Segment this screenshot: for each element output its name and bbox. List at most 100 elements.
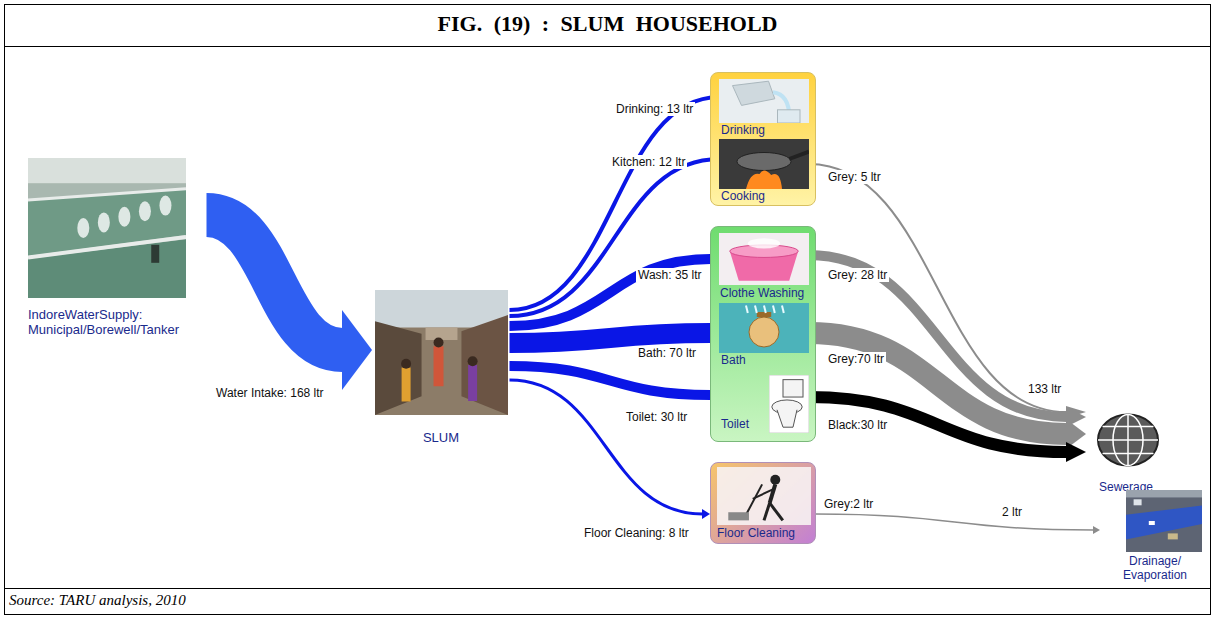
flow-line xyxy=(809,397,1067,452)
illustration-part xyxy=(737,153,791,171)
flow-line xyxy=(510,97,720,310)
flow-line xyxy=(510,366,711,395)
illustration-part xyxy=(746,306,748,314)
caption-divider xyxy=(5,588,1211,589)
node-illustration xyxy=(375,290,508,415)
flow-line xyxy=(816,514,1094,530)
illustration-part xyxy=(1126,490,1202,497)
flow-label: Water Intake: 168 ltr xyxy=(214,386,326,400)
arrow-head xyxy=(1066,442,1086,462)
arrow-head xyxy=(342,310,372,390)
illustration-part xyxy=(719,233,809,285)
flow-label: Drinking: 13 ltr xyxy=(614,102,695,116)
illustration-part xyxy=(402,368,411,402)
illustration-part xyxy=(717,467,811,525)
flow-label: Grey:70 ltr xyxy=(826,352,886,366)
node-caption: Floor Cleaning xyxy=(717,526,813,540)
arrow-head xyxy=(702,509,710,519)
node-caption: Drinking xyxy=(721,123,809,137)
illustration-part xyxy=(77,218,89,238)
node-illustration xyxy=(769,375,809,433)
illustration-part xyxy=(770,475,780,485)
flow-line xyxy=(207,215,343,350)
illustration-part xyxy=(745,484,762,516)
flow-line xyxy=(510,380,703,514)
illustration-part xyxy=(746,170,782,189)
illustration-part xyxy=(783,380,803,397)
flow-label: Black:30 ltr xyxy=(826,418,889,432)
activity-panel: Clothe WashingBathToilet xyxy=(710,226,816,442)
flow-label: Grey:2 ltr xyxy=(822,497,875,511)
flow-band xyxy=(809,397,1087,462)
illustration-part xyxy=(770,484,776,503)
illustration-part xyxy=(139,201,151,221)
flow-band xyxy=(207,215,373,390)
illustration-part xyxy=(777,410,797,427)
flow-label: Grey: 5 ltr xyxy=(826,170,883,184)
node-caption: IndoreWaterSupply: Municipal/Borewell/Ta… xyxy=(28,307,206,337)
illustration-part xyxy=(764,503,770,520)
node-caption: Drainage/ Evaporation xyxy=(1100,554,1210,582)
illustration-part xyxy=(757,312,771,317)
illustration-part xyxy=(1126,506,1202,540)
illustration-part xyxy=(375,290,508,415)
source-caption: Source: TARU analysis, 2010 xyxy=(9,591,186,609)
image-node: Cooking xyxy=(719,139,809,205)
illustration-part xyxy=(755,306,757,314)
image-node: IndoreWaterSupply: Municipal/Borewell/Ta… xyxy=(25,155,207,345)
image-node: SLUM xyxy=(372,288,510,453)
flow-band xyxy=(510,319,720,347)
illustration-part xyxy=(468,365,477,401)
node-illustration xyxy=(719,303,809,353)
node-illustration xyxy=(1126,490,1202,552)
arrow-head xyxy=(1093,526,1100,534)
illustration-part xyxy=(769,375,809,433)
illustration-part xyxy=(28,158,186,183)
flow-label: Grey: 28 ltr xyxy=(826,268,889,282)
node-caption: Clothe Washing xyxy=(720,286,809,300)
illustration-part xyxy=(719,303,809,353)
illustration-part xyxy=(461,315,508,415)
illustration-part xyxy=(426,328,458,341)
illustration-part xyxy=(789,152,809,160)
flow-band xyxy=(510,380,711,519)
illustration-part xyxy=(1134,499,1142,505)
image-node: Sewerage xyxy=(1086,408,1166,504)
illustration-part xyxy=(719,79,809,123)
image-node: Drinking xyxy=(719,79,809,139)
node-illustration xyxy=(719,233,809,285)
node-caption: SLUM xyxy=(372,430,510,445)
illustration-part xyxy=(468,356,478,366)
image-node: Toilet xyxy=(719,373,809,437)
illustration-part xyxy=(1168,533,1178,539)
illustration-part xyxy=(375,321,422,415)
title-divider xyxy=(5,46,1211,47)
node-caption: Toilet xyxy=(721,417,769,431)
flow-line xyxy=(510,259,711,326)
flow-total: 2 ltr xyxy=(1000,505,1024,519)
flow-band xyxy=(510,97,720,310)
illustration-part xyxy=(719,139,809,189)
illustration-part xyxy=(118,207,130,227)
flow-label: Kitchen: 12 ltr xyxy=(610,155,687,169)
node-illustration xyxy=(719,79,809,123)
activity-panel: DrinkingCooking xyxy=(710,72,816,206)
illustration-part xyxy=(733,81,775,105)
flow-total: 133 ltr xyxy=(1026,382,1063,396)
illustration-part xyxy=(434,346,444,386)
frame-border xyxy=(5,5,1211,615)
illustration-part xyxy=(98,212,110,232)
illustration-part xyxy=(728,512,749,520)
illustration-part xyxy=(764,306,766,314)
illustration-part xyxy=(782,306,784,314)
node-illustration xyxy=(719,139,809,189)
node-illustration xyxy=(1092,408,1164,472)
illustration-part xyxy=(28,158,186,298)
image-node: Clothe Washing xyxy=(719,233,809,302)
illustration-part xyxy=(770,503,783,520)
node-caption: Cooking xyxy=(721,189,809,203)
flow-label: Bath: 70 ltr xyxy=(636,346,698,360)
node-illustration xyxy=(717,467,811,525)
node-illustration xyxy=(28,158,186,298)
